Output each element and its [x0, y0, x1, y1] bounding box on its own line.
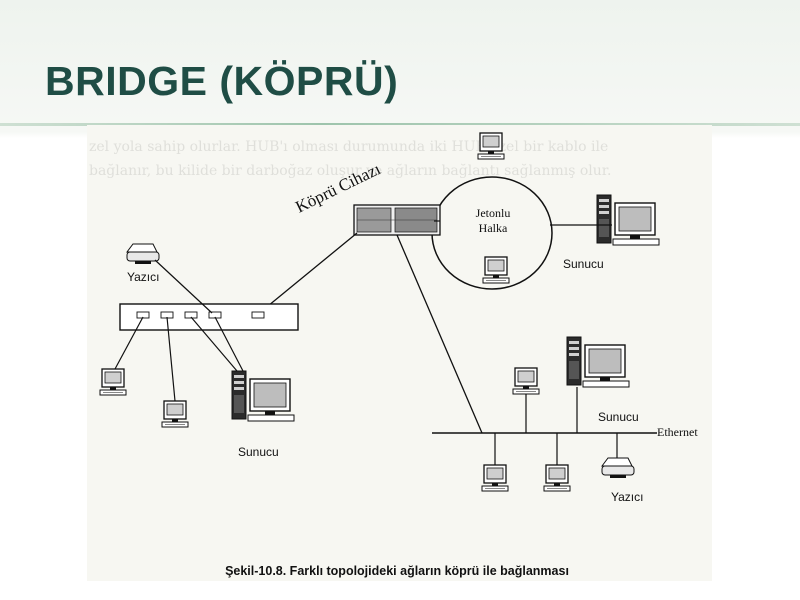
ethernet-server-icon — [566, 336, 630, 388]
ethernet-server-label: Sunucu — [598, 410, 639, 424]
network-diagram: Jetonlu Halka Sunucu Köprü Cihazı — [99, 132, 698, 578]
ethernet-label: Ethernet — [657, 425, 698, 439]
bus-lower-computer-left-icon — [481, 464, 509, 492]
star-computer-middle-icon — [161, 400, 189, 428]
left-printer-label: Yazıcı — [127, 270, 159, 284]
ring-top-computer-icon — [477, 132, 505, 160]
right-printer-icon — [601, 457, 635, 479]
background-text-line-2: bağlanır, bu kilide bir darboğaz oluşur … — [89, 163, 612, 179]
ring-label-line-2: Halka — [479, 221, 508, 235]
left-printer-icon — [126, 243, 160, 265]
bus-upper-computer-icon — [512, 367, 540, 395]
title-divider — [0, 123, 800, 126]
ring-server-icon — [596, 194, 660, 246]
bridge-device-icon — [353, 204, 441, 236]
figure-image: zel yola sahip olurlar. HUB'ı olması dur… — [87, 125, 712, 581]
right-printer-label: Yazıcı — [611, 490, 643, 504]
star-server-label: Sunucu — [238, 445, 279, 459]
bus-lower-computer-right-icon — [543, 464, 571, 492]
slide-title: BRIDGE (KÖPRÜ) — [45, 58, 399, 104]
star-computer-left-icon — [99, 368, 127, 396]
background-text-line-1: zel yola sahip olurlar. HUB'ı olması dur… — [89, 139, 609, 155]
ring-bottom-computer-icon — [482, 256, 510, 284]
hub-device-icon — [119, 303, 299, 331]
ring-server-label: Sunucu — [563, 257, 604, 271]
figure-caption: Şekil-10.8. Farklı topolojideki ağların … — [225, 564, 569, 578]
star-server-icon — [231, 370, 295, 422]
ring-label-line-1: Jetonlu — [476, 206, 511, 220]
